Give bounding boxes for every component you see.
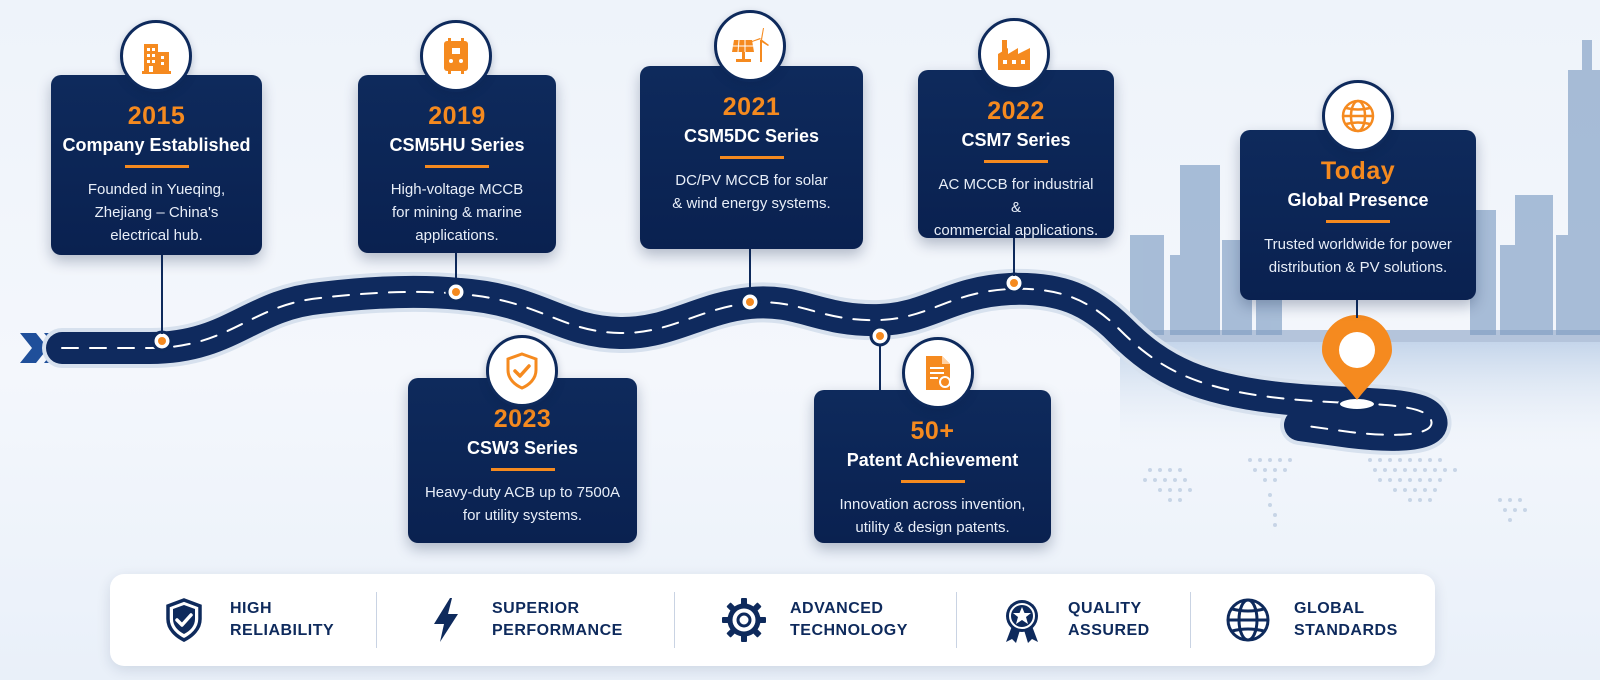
title-underline — [124, 165, 189, 168]
connector-line — [749, 248, 751, 294]
award-ribbon-icon — [1006, 600, 1038, 643]
milestone-description: Innovation across invention, utility & d… — [839, 496, 1026, 536]
certificate-icon — [902, 337, 974, 409]
title-underline — [1326, 220, 1390, 223]
shield-check-icon — [486, 335, 558, 407]
feature-label: ADVANCED TECHNOLOGY — [790, 600, 908, 639]
milestone-year: 2015 — [127, 102, 186, 130]
globe-icon — [1226, 598, 1270, 642]
feature-label: HIGH RELIABILITY — [230, 600, 335, 639]
divider — [674, 592, 675, 648]
title-underline — [490, 468, 555, 471]
connector-line — [1356, 298, 1358, 318]
title-underline — [984, 160, 1048, 163]
milestone-year: 50+ — [910, 417, 955, 445]
milestone-title: Global Presence — [1287, 190, 1429, 210]
milestone-description: Heavy-duty ACB up to 7500A for utility s… — [424, 484, 621, 524]
milestone-card-2021: 2021 CSM5DC Series DC/PV MCCB for solar … — [640, 66, 863, 249]
connector-line — [879, 344, 881, 390]
title-underline — [425, 165, 489, 168]
milestone-card-2022: 2022 CSM7 Series AC MCCB for industrial … — [918, 70, 1114, 239]
divider — [1190, 592, 1191, 648]
lightning-icon — [434, 598, 458, 642]
feature-label: SUPERIOR PERFORMANCE — [492, 600, 623, 639]
milestone-title: CSM7 Series — [961, 130, 1071, 150]
milestone-year: 2023 — [493, 405, 552, 433]
location-pin-icon — [1322, 315, 1392, 411]
globe-icon — [1322, 80, 1394, 152]
milestone-title: Company Established — [62, 135, 251, 155]
feature-superior-performance: SUPERIOR PERFORMANCE — [422, 574, 623, 666]
feature-advanced-technology: ADVANCED TECHNOLOGY — [720, 574, 908, 666]
milestone-year: Today — [1320, 157, 1396, 185]
title-underline — [719, 156, 784, 159]
road — [42, 268, 1452, 455]
factory-icon — [978, 18, 1050, 90]
milestone-year: 2021 — [722, 93, 781, 121]
milestone-description: Founded in Yueqing, Zhejiang – China's e… — [87, 181, 226, 244]
feature-quality-assured: QUALITY ASSURED — [998, 574, 1150, 666]
milestone-title: CSM5DC Series — [683, 126, 820, 146]
shield-check-icon — [166, 598, 202, 642]
milestone-year: 2019 — [428, 102, 486, 130]
milestone-card-2019: 2019 CSM5HU Series High-voltage MCCB for… — [358, 75, 556, 253]
milestone-title: CSW3 Series — [466, 438, 579, 458]
feature-high-reliability: HIGH RELIABILITY — [160, 574, 334, 666]
building-icon — [120, 20, 192, 92]
divider — [956, 592, 957, 648]
solar-wind-icon — [714, 10, 786, 82]
milestone-card-patents: 50+ Patent Achievement Innovation across… — [814, 390, 1051, 543]
milestone-description: Trusted worldwide for power distribution… — [1264, 236, 1452, 276]
feature-label: QUALITY ASSURED — [1068, 600, 1150, 639]
divider — [376, 592, 377, 648]
milestone-title: Patent Achievement — [846, 450, 1019, 470]
feature-global-standards: GLOBAL STANDARDS — [1224, 574, 1398, 666]
connector-line — [455, 252, 457, 284]
connector-line — [161, 254, 163, 334]
milestone-description: AC MCCB for industrial & commercial appl… — [933, 176, 1099, 239]
milestone-card-today: Today Global Presence Trusted worldwide … — [1240, 130, 1476, 300]
milestone-card-2015: 2015 Company Established Founded in Yueq… — [51, 75, 262, 255]
feature-label: GLOBAL STANDARDS — [1294, 600, 1398, 639]
road-nodes — [151, 272, 1025, 352]
milestone-description: DC/PV MCCB for solar & wind energy syste… — [672, 172, 831, 212]
connector-line — [1013, 238, 1015, 276]
world-map-dots — [1143, 458, 1527, 527]
milestone-description: High-voltage MCCB for mining & marine ap… — [390, 181, 524, 244]
milestone-title: CSM5HU Series — [389, 135, 525, 155]
circuit-breaker-icon — [420, 20, 492, 92]
title-underline — [900, 480, 965, 483]
gear-icon — [722, 598, 766, 642]
feature-bar: HIGH RELIABILITY SUPERIOR PERFORMANCE — [110, 574, 1435, 666]
milestone-year: 2022 — [987, 97, 1045, 125]
